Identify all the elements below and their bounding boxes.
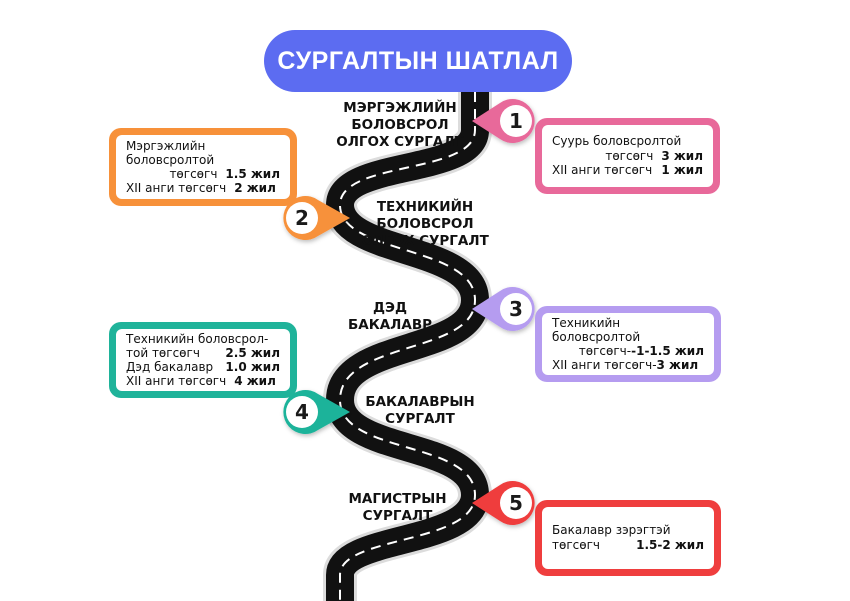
pin-number-5: 5 <box>509 491 523 515</box>
page-title: СУРГАЛТЫН ШАТЛАЛ <box>264 30 572 92</box>
pin-4 <box>283 390 350 434</box>
info-card-4-line: Техникийн боловсрол- <box>126 332 269 346</box>
info-card-3-line: боловсролтой <box>552 330 641 344</box>
info-card-2-line: боловсролтой <box>126 153 215 167</box>
info-card-1-line: Суурь боловсролтой <box>552 134 682 148</box>
info-card-5-line: Бакалавр зэрэгтэй <box>552 523 671 537</box>
stage-label-3: ДЭД БАКАЛАВР <box>347 300 433 333</box>
info-card-3: Техникийн боловсролтой төгсөгч--1-1.5 жи… <box>535 306 721 382</box>
pin-1 <box>472 99 535 143</box>
pin-number-1: 1 <box>509 109 523 133</box>
pin-number-2: 2 <box>295 206 309 230</box>
pin-2 <box>283 196 350 240</box>
pin-5 <box>472 481 535 525</box>
pin-number-4: 4 <box>295 400 309 424</box>
stage-label-2: ТЕХНИКИЙН БОЛОВСРОЛ ОЛГОХ СУРГАЛТ <box>361 199 489 249</box>
stage-label-4: БАКАЛАВРЫН СУРГАЛТ <box>365 394 475 427</box>
pin-3 <box>472 287 535 331</box>
stage-label-1: МЭРГЭЖЛИЙН БОЛОВСРОЛ ОЛГОХ СУРГАЛТ <box>336 100 464 150</box>
stage-label-5: МАГИСТРЫН СУРГАЛТ <box>348 491 447 524</box>
info-card-2-line: Мэргэжлийн <box>126 139 206 153</box>
road-center-line <box>338 92 477 601</box>
info-card-3-line: XII анги төгсөгч-3 жил <box>552 358 699 372</box>
info-card-3-line: Техникийн <box>552 316 621 330</box>
pin-number-3: 3 <box>509 297 523 321</box>
info-card-3-line: төгсөгч--1-1.5 жил <box>578 344 704 358</box>
